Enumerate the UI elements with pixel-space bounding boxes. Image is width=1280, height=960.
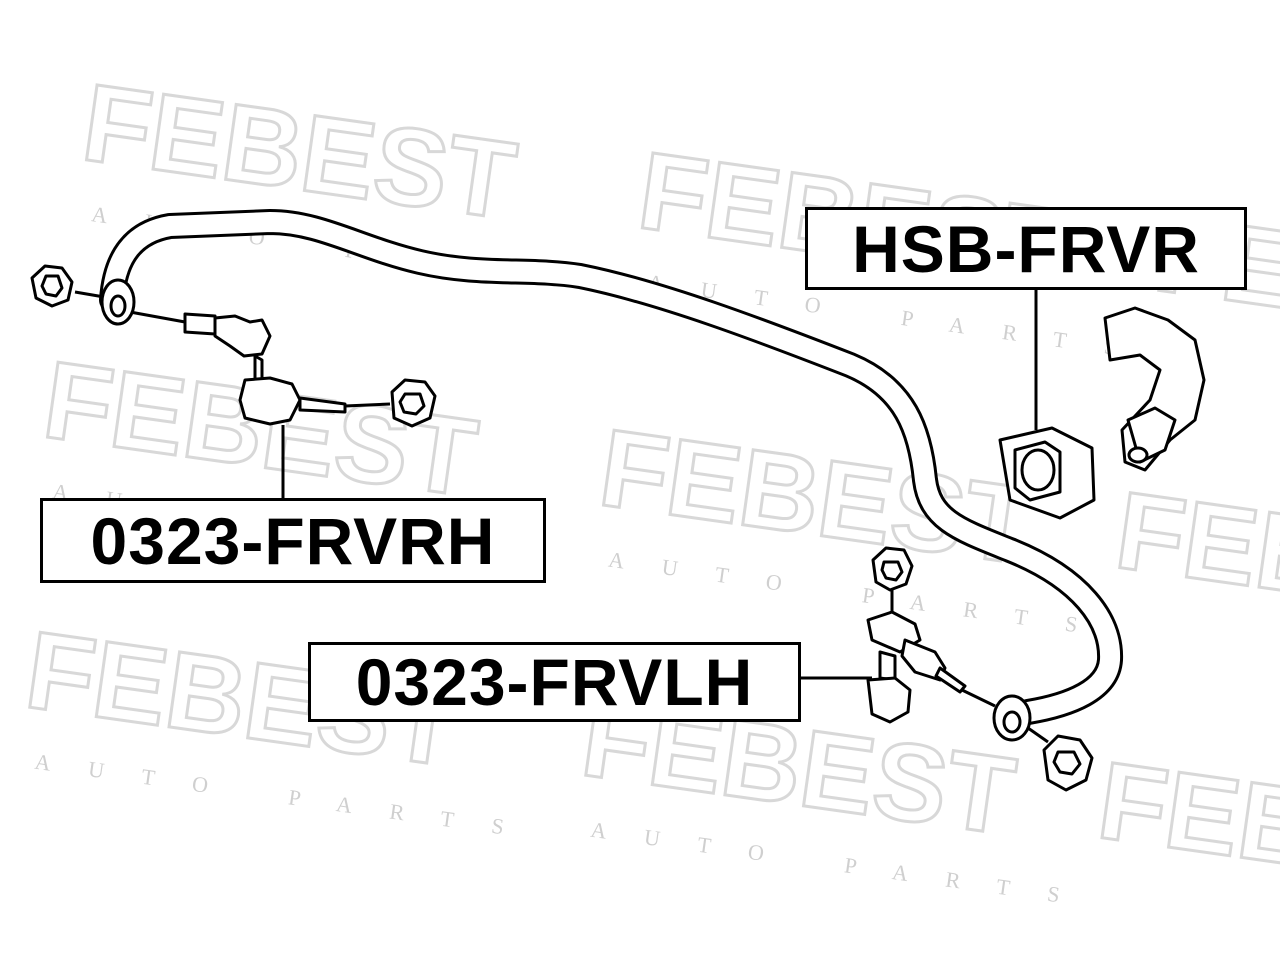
stabilizer-link-icon bbox=[183, 312, 347, 426]
watermark-brand: FEBEST bbox=[1109, 469, 1280, 651]
bar-end-eye-icon bbox=[992, 694, 1032, 742]
bolt-axis-line bbox=[344, 402, 391, 408]
part-label-bushing: HSB-FRVR bbox=[805, 207, 1247, 290]
bushing-assembly bbox=[998, 290, 1206, 520]
part-label-link-right: 0323-FRVRH bbox=[40, 498, 546, 583]
stabilizer-link-icon bbox=[866, 610, 967, 724]
stabilizer-bushing-icon bbox=[998, 426, 1096, 520]
bolt-axis-line bbox=[961, 688, 996, 708]
watermark-brand: FEBEST bbox=[1091, 739, 1280, 921]
bushing-bracket-icon bbox=[1103, 306, 1206, 472]
bolt-axis-line bbox=[129, 310, 186, 324]
left-link-assembly bbox=[801, 546, 1094, 792]
part-label-link-left: 0323-FRVLH bbox=[308, 642, 801, 722]
hex-nut-icon bbox=[871, 546, 914, 592]
stabilizer-bar bbox=[99, 209, 1124, 725]
watermark-tile: FEBEST bbox=[1108, 467, 1280, 652]
watermark-tile: FEBEST bbox=[1090, 737, 1280, 922]
hex-nut-icon bbox=[30, 264, 74, 308]
hex-nut-icon bbox=[1042, 734, 1094, 792]
hex-nut-icon bbox=[390, 378, 437, 428]
stabilizer-bar-inner bbox=[102, 212, 1121, 722]
right-link-assembly bbox=[30, 264, 437, 500]
bar-end-eye-icon bbox=[100, 278, 136, 326]
bolt-axis-line bbox=[1027, 726, 1049, 744]
